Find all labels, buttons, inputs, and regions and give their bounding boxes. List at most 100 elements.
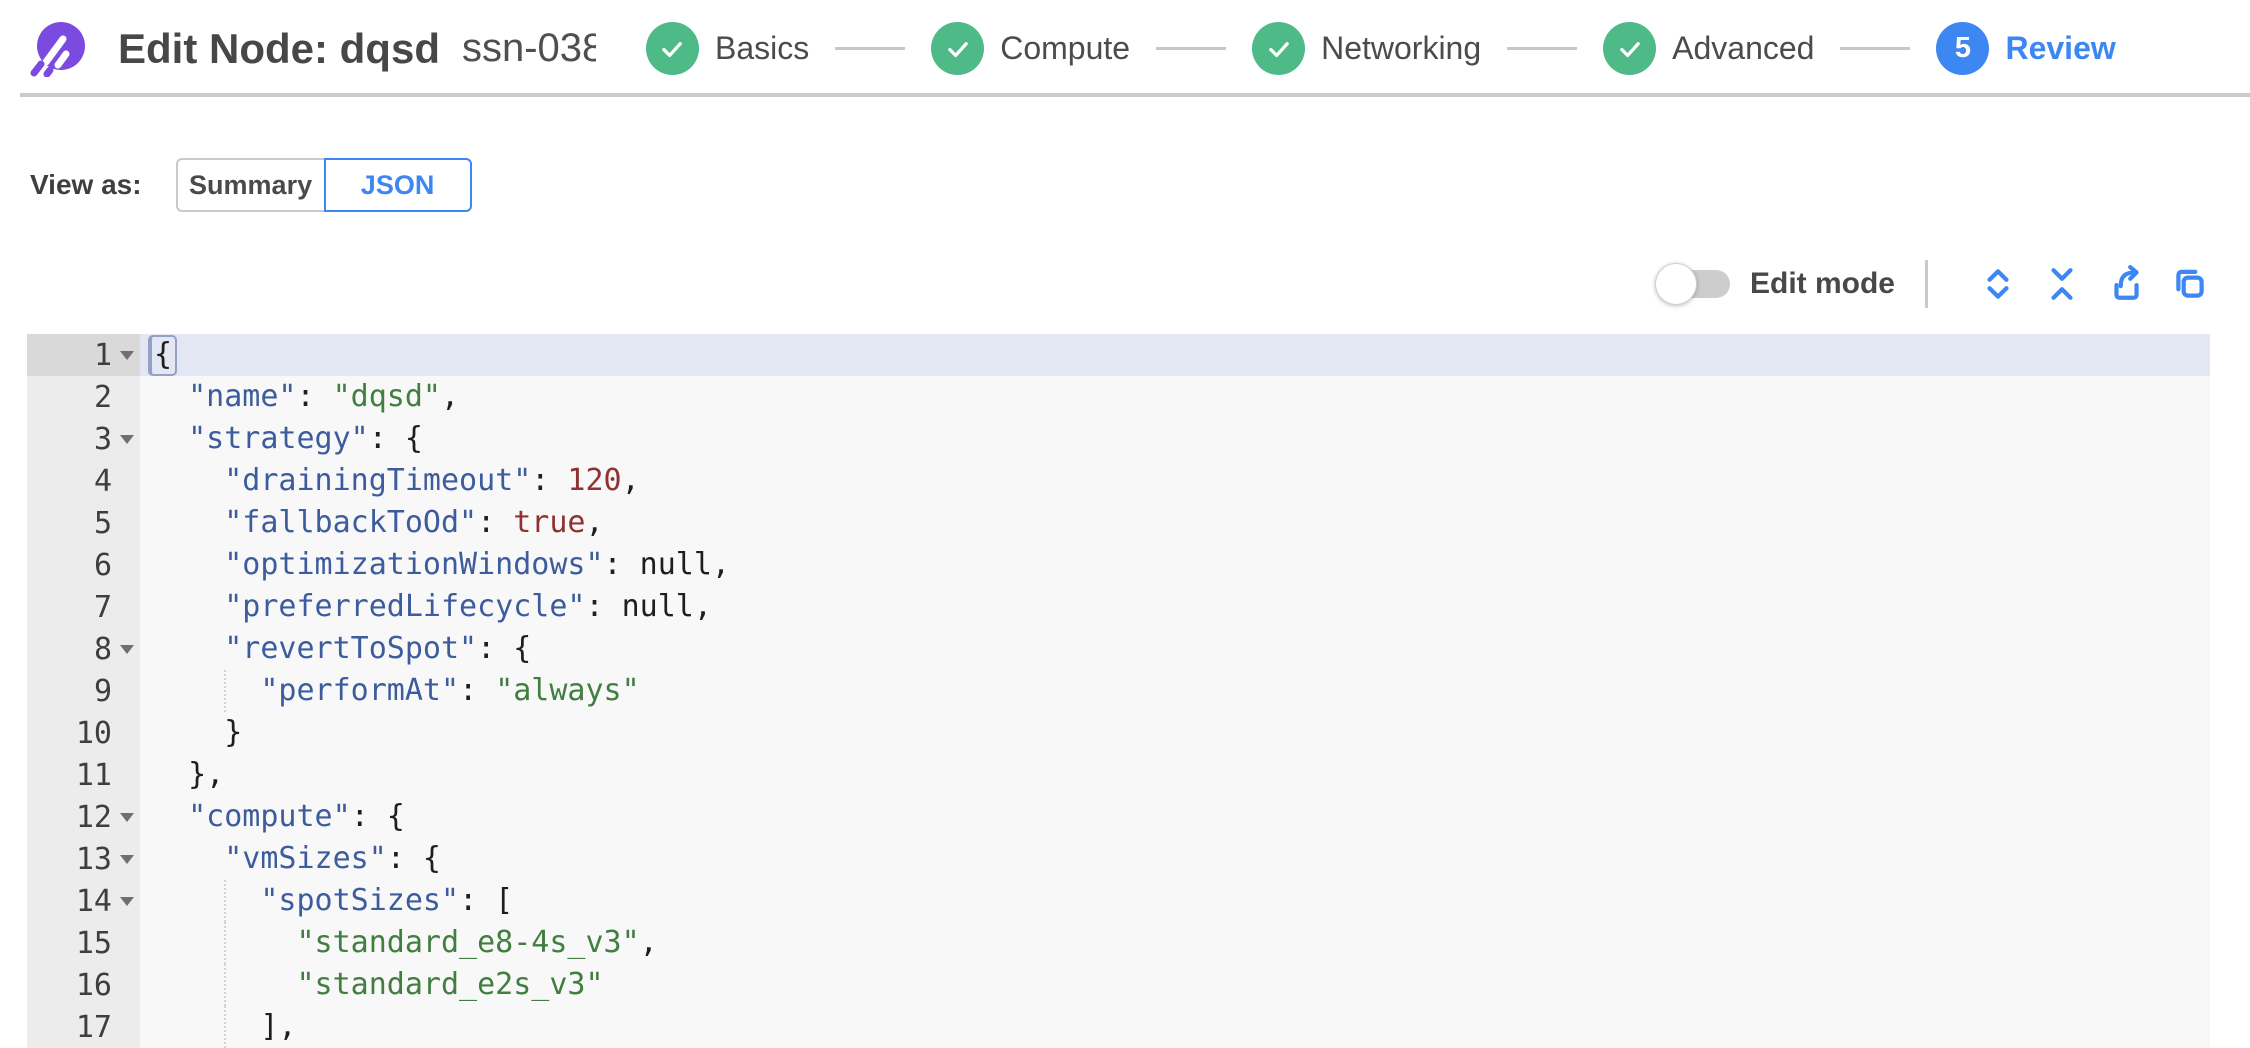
code-token: "standard_e8-4s_v3" [296, 925, 640, 960]
code-line[interactable]: "optimizationWindows": null, [140, 544, 2210, 586]
step-connector [1156, 47, 1227, 50]
code-line[interactable]: }, [140, 754, 2210, 796]
line-number: 9 [93, 673, 112, 709]
gutter-row: 11 [27, 754, 140, 796]
view-as-json-button[interactable]: JSON [323, 158, 472, 212]
fold-toggle-icon[interactable] [114, 812, 140, 822]
wizard-header: Edit Node: dqsd ssn-038 Basics Compute Net… [0, 0, 2250, 97]
fold-toggle-icon[interactable] [114, 350, 140, 360]
editor-code-area[interactable]: { "name": "dqsd", "strategy": { "drainin… [140, 334, 2210, 1048]
toggle-knob[interactable] [1654, 263, 1697, 305]
fold-toggle-icon[interactable] [114, 644, 140, 654]
code-token: : [477, 505, 514, 540]
line-number: 2 [93, 379, 112, 415]
indent-guide [224, 880, 227, 922]
code-token [152, 505, 224, 540]
gutter-row: 10 [27, 712, 140, 754]
line-number: 6 [93, 547, 112, 583]
copy-icon[interactable] [2170, 264, 2210, 304]
page-title: Edit Node: dqsd [118, 24, 440, 72]
fold-toggle-icon[interactable] [114, 434, 140, 444]
gutter-row: 13 [27, 838, 140, 880]
fold-toggle-icon[interactable] [114, 896, 140, 906]
code-token: "vmSizes" [224, 841, 387, 876]
gutter-row: 4 [27, 460, 140, 502]
code-line[interactable]: "spotSizes": [ [140, 880, 2210, 922]
gutter-row: 15 [27, 922, 140, 964]
node-id-subtitle: ssn-038 [461, 26, 596, 70]
matched-bracket: { [148, 335, 178, 376]
code-token: "optimizationWindows" [224, 547, 604, 582]
code-token: ], [152, 1009, 297, 1044]
line-number: 8 [93, 631, 112, 667]
edit-mode-toggle[interactable] [1654, 263, 1730, 305]
edit-mode-label: Edit mode [1749, 267, 1895, 300]
indent-guide [224, 964, 227, 1006]
view-as-label: View as: [30, 169, 142, 200]
gutter-row: 9 [27, 670, 140, 712]
code-token: : [585, 589, 622, 624]
fold-arrow [120, 644, 134, 654]
code-line[interactable]: "performAt": "always" [140, 670, 2210, 712]
code-line[interactable]: "standard_e2s_v3" [140, 964, 2210, 1006]
code-token [152, 379, 188, 414]
line-number: 10 [75, 715, 112, 751]
expand-all-icon[interactable] [1978, 264, 2018, 304]
code-token: } [152, 715, 243, 750]
step-advanced[interactable]: Advanced [1603, 22, 1814, 75]
step-circle-check[interactable] [931, 22, 985, 75]
code-line[interactable]: "fallbackToOd": true, [140, 502, 2210, 544]
code-token: "revertToSpot" [224, 631, 478, 666]
code-token: "drainingTimeout" [224, 463, 532, 498]
step-circle-check[interactable] [1252, 22, 1306, 75]
step-circle-number[interactable]: 5 [1936, 22, 1990, 75]
code-token: : { [350, 799, 405, 834]
fold-toggle-icon[interactable] [114, 854, 140, 864]
code-token: , [585, 505, 604, 540]
code-line[interactable]: "drainingTimeout": 120, [140, 460, 2210, 502]
gutter-row: 17 [27, 1006, 140, 1048]
code-token: , [693, 589, 712, 624]
step-circle-check[interactable] [645, 22, 699, 75]
code-line[interactable]: { [140, 334, 2210, 376]
code-line[interactable]: "revertToSpot": { [140, 628, 2210, 670]
toolbar-divider [1925, 260, 1928, 308]
gutter-row: 3 [27, 418, 140, 460]
code-line[interactable]: "name": "dqsd", [140, 376, 2210, 418]
indent-guide [224, 1006, 227, 1048]
code-line[interactable]: "strategy": { [140, 418, 2210, 460]
step-connector [1507, 47, 1578, 50]
step-connector [835, 47, 906, 50]
code-token: "fallbackToOd" [224, 505, 478, 540]
step-basics[interactable]: Basics [645, 22, 809, 75]
code-line[interactable]: "vmSizes": { [140, 838, 2210, 880]
step-circle-check[interactable] [1603, 22, 1657, 75]
line-number: 11 [75, 757, 112, 793]
view-as-summary-button[interactable]: Summary [175, 158, 324, 212]
code-line[interactable]: "standard_e8-4s_v3", [140, 922, 2210, 964]
code-token: "performAt" [260, 673, 460, 708]
collapse-all-icon[interactable] [2042, 264, 2082, 304]
code-line[interactable]: "preferredLifecycle": null, [140, 586, 2210, 628]
step-label: Networking [1321, 30, 1482, 66]
export-icon[interactable] [2106, 264, 2146, 304]
check-icon [947, 41, 968, 57]
code-line[interactable]: "compute": { [140, 796, 2210, 838]
gutter-row: 6 [27, 544, 140, 586]
code-line[interactable]: ], [140, 1006, 2210, 1048]
editor-toolbar: Edit mode [1654, 256, 2210, 312]
code-token: "strategy" [188, 421, 369, 456]
header-divider [20, 93, 2250, 97]
line-number: 12 [75, 799, 112, 835]
check-icon [1619, 41, 1640, 57]
step-networking[interactable]: Networking [1252, 22, 1481, 75]
gutter-row: 2 [27, 376, 140, 418]
code-token [152, 799, 188, 834]
code-line[interactable]: } [140, 712, 2210, 754]
step-compute[interactable]: Compute [931, 22, 1130, 75]
code-token [152, 421, 188, 456]
line-number: 4 [93, 463, 112, 499]
